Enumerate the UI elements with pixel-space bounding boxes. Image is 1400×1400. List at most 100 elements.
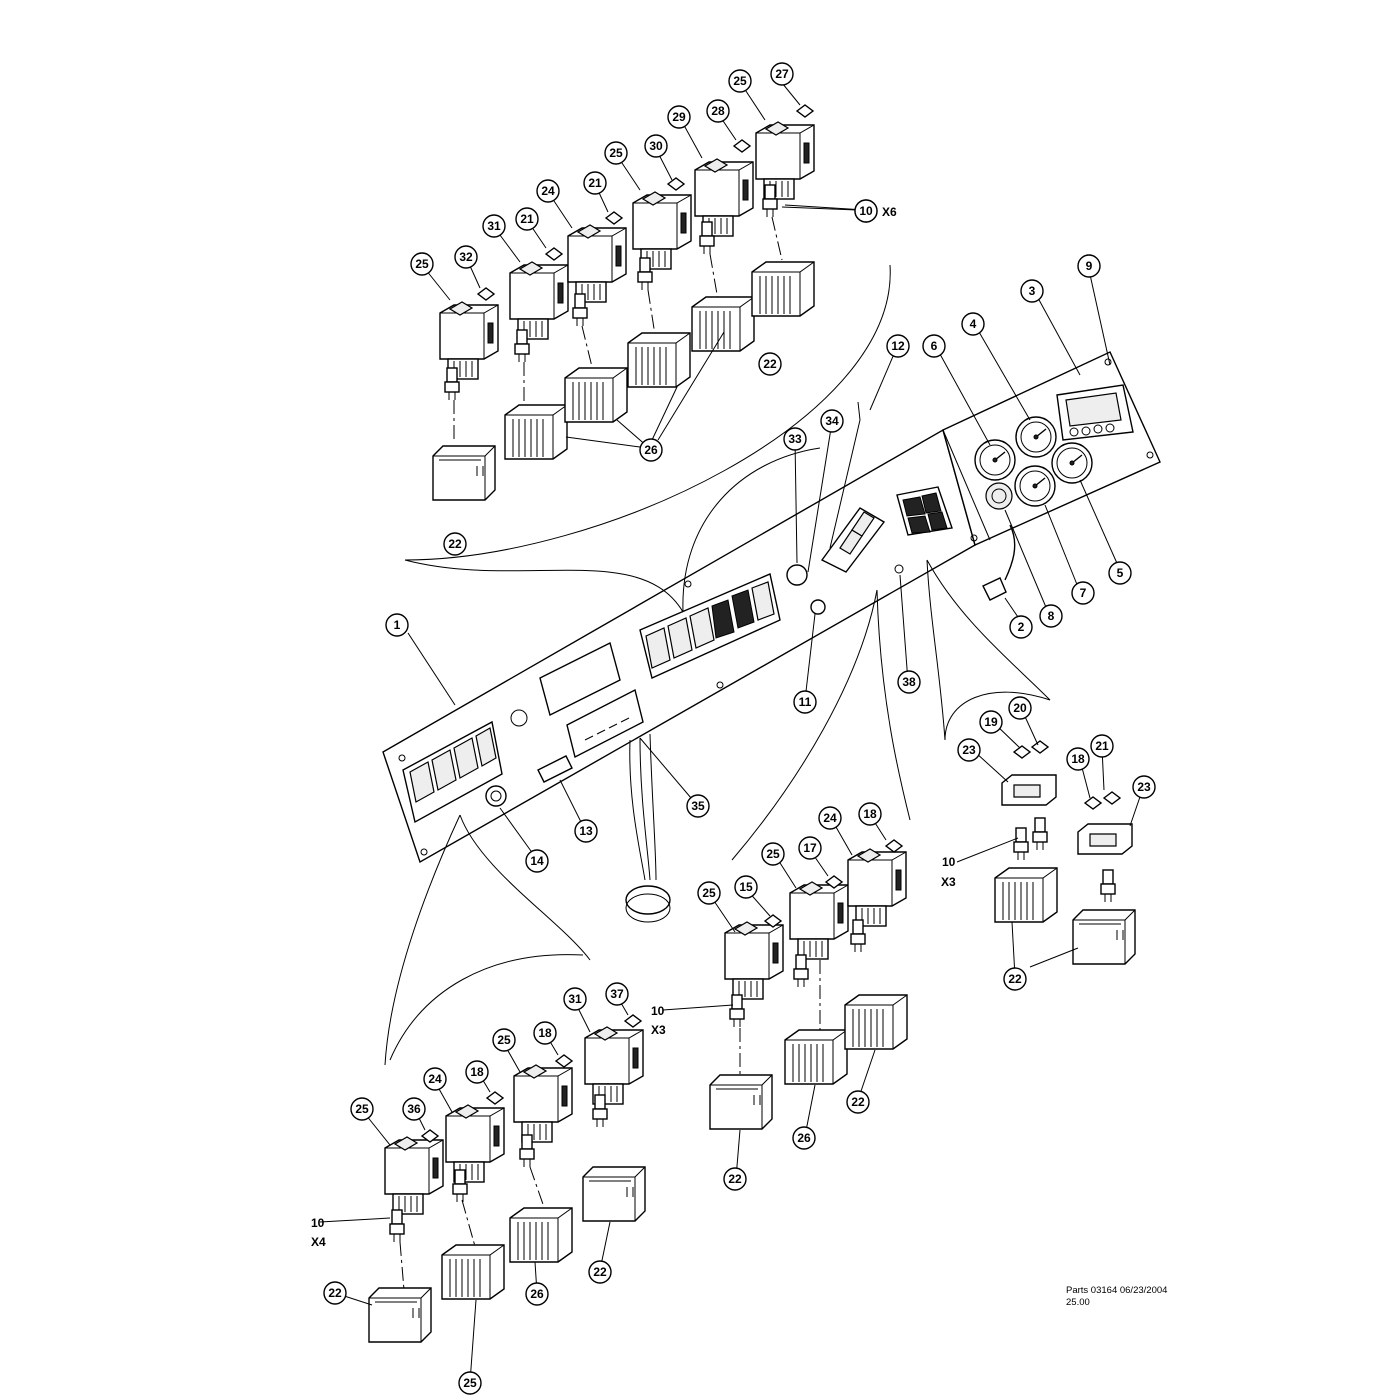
explode-sweeps bbox=[384, 264, 1051, 1066]
svg-text:24: 24 bbox=[823, 811, 837, 825]
svg-text:22: 22 bbox=[593, 1265, 607, 1279]
callout-5: 5 bbox=[1108, 561, 1132, 585]
svg-text:22: 22 bbox=[851, 1095, 865, 1109]
callout-mid-17: 17 bbox=[798, 836, 822, 860]
svg-text:25: 25 bbox=[415, 257, 429, 271]
svg-text:3: 3 bbox=[1029, 284, 1036, 298]
callout-top-25b: 25 bbox=[604, 141, 628, 165]
main-panel bbox=[382, 351, 1161, 923]
callout-right-19: 19 bbox=[979, 710, 1003, 734]
callout-top-28: 28 bbox=[706, 99, 730, 123]
svg-text:29: 29 bbox=[672, 110, 686, 124]
callout-6: 6 bbox=[922, 334, 946, 358]
callout-top-30: 30 bbox=[644, 134, 668, 158]
svg-text:22: 22 bbox=[728, 1172, 742, 1186]
svg-text:12: 12 bbox=[891, 339, 905, 353]
svg-text:8: 8 bbox=[1048, 609, 1055, 623]
qty-right: X3 bbox=[941, 875, 956, 889]
svg-text:18: 18 bbox=[1071, 752, 1085, 766]
svg-text:20: 20 bbox=[1013, 701, 1027, 715]
callout-top-22b: 22 bbox=[758, 352, 782, 376]
callout-right-22: 22 bbox=[1003, 967, 1027, 991]
svg-text:25: 25 bbox=[766, 847, 780, 861]
callout-12: 12 bbox=[886, 334, 910, 358]
callout-bot-37: 37 bbox=[605, 982, 629, 1006]
svg-text:28: 28 bbox=[711, 104, 725, 118]
callout-balloons: 1 2 3 4 5 6 7 8 9 11 12 13 14 33 34 35 3… bbox=[323, 62, 1156, 1395]
callout-3: 3 bbox=[1020, 279, 1044, 303]
callout-top-24: 24 bbox=[536, 179, 560, 203]
caption-line-1: Parts 03164 06/23/2004 bbox=[1066, 1285, 1168, 1296]
callout-top-qty10: 10 bbox=[854, 199, 878, 223]
callout-bot-18a: 18 bbox=[533, 1021, 557, 1045]
svg-text:26: 26 bbox=[644, 443, 658, 457]
svg-text:19: 19 bbox=[984, 715, 998, 729]
svg-text:26: 26 bbox=[797, 1131, 811, 1145]
callout-mid-25b: 25 bbox=[697, 881, 721, 905]
callout-bot-24: 24 bbox=[423, 1067, 447, 1091]
svg-text:18: 18 bbox=[863, 807, 877, 821]
callout-mid-22b: 22 bbox=[846, 1090, 870, 1114]
svg-text:32: 32 bbox=[459, 250, 473, 264]
svg-text:31: 31 bbox=[487, 219, 501, 233]
qty-bottom: X4 bbox=[311, 1235, 326, 1249]
svg-text:21: 21 bbox=[1095, 739, 1109, 753]
leader-lines bbox=[319, 77, 1144, 1383]
callout-top-32: 32 bbox=[454, 245, 478, 269]
svg-text:23: 23 bbox=[962, 743, 976, 757]
parts-caption: Parts 03164 06/23/2004 25.00 bbox=[1066, 1285, 1167, 1309]
svg-text:11: 11 bbox=[799, 695, 812, 709]
svg-text:26: 26 bbox=[530, 1287, 544, 1301]
top-exploded-group bbox=[432, 104, 858, 501]
callout-33: 33 bbox=[783, 427, 807, 451]
svg-text:22: 22 bbox=[1008, 972, 1022, 986]
svg-text:24: 24 bbox=[428, 1072, 442, 1086]
svg-text:15: 15 bbox=[739, 880, 753, 894]
callout-mid-22a: 22 bbox=[723, 1167, 747, 1191]
callout-14: 14 bbox=[525, 849, 549, 873]
callout-top-21a: 21 bbox=[515, 207, 539, 231]
callout-right-21: 21 bbox=[1090, 734, 1114, 758]
svg-text:22: 22 bbox=[763, 357, 777, 371]
callout-mid-26: 26 bbox=[792, 1126, 816, 1150]
svg-text:6: 6 bbox=[931, 339, 938, 353]
svg-text:25: 25 bbox=[497, 1033, 511, 1047]
callout-13: 13 bbox=[574, 819, 598, 843]
svg-text:25: 25 bbox=[355, 1102, 369, 1116]
qty-top: X6 bbox=[882, 205, 897, 219]
callout-1: 1 bbox=[385, 613, 409, 637]
callout-bot-36: 36 bbox=[402, 1097, 426, 1121]
svg-text:13: 13 bbox=[579, 824, 593, 838]
callout-bot-25a: 25 bbox=[492, 1028, 516, 1052]
callout-right-18: 18 bbox=[1066, 747, 1090, 771]
svg-text:1: 1 bbox=[394, 618, 401, 632]
callout-mid-18: 18 bbox=[858, 802, 882, 826]
callout-11: 11 bbox=[793, 690, 817, 714]
middle-exploded-group bbox=[709, 839, 908, 1130]
callout-mid-25a: 25 bbox=[761, 842, 785, 866]
svg-text:25: 25 bbox=[609, 146, 623, 160]
caption-line-2: 25.00 bbox=[1066, 1297, 1090, 1308]
callout-top-31: 31 bbox=[482, 214, 506, 238]
svg-text:21: 21 bbox=[588, 176, 602, 190]
svg-text:38: 38 bbox=[902, 675, 916, 689]
bottom-exploded-group bbox=[368, 1014, 646, 1343]
right-exploded-group bbox=[994, 740, 1136, 965]
callout-2: 2 bbox=[1009, 615, 1033, 639]
callout-top-25a: 25 bbox=[410, 252, 434, 276]
callout-mid-10: 10 bbox=[651, 1004, 665, 1018]
svg-text:33: 33 bbox=[788, 432, 802, 446]
callout-4: 4 bbox=[961, 312, 985, 336]
svg-text:24: 24 bbox=[541, 184, 555, 198]
svg-text:27: 27 bbox=[775, 67, 789, 81]
callout-top-26: 26 bbox=[639, 438, 663, 462]
callout-top-22: 22 bbox=[443, 532, 467, 556]
callout-mid-15: 15 bbox=[734, 875, 758, 899]
svg-text:2: 2 bbox=[1018, 620, 1025, 634]
callout-top-21b: 21 bbox=[583, 171, 607, 195]
svg-text:17: 17 bbox=[803, 841, 817, 855]
svg-text:7: 7 bbox=[1080, 586, 1087, 600]
svg-text:25: 25 bbox=[733, 74, 747, 88]
qty-middle: X3 bbox=[651, 1023, 666, 1037]
svg-text:18: 18 bbox=[470, 1065, 484, 1079]
